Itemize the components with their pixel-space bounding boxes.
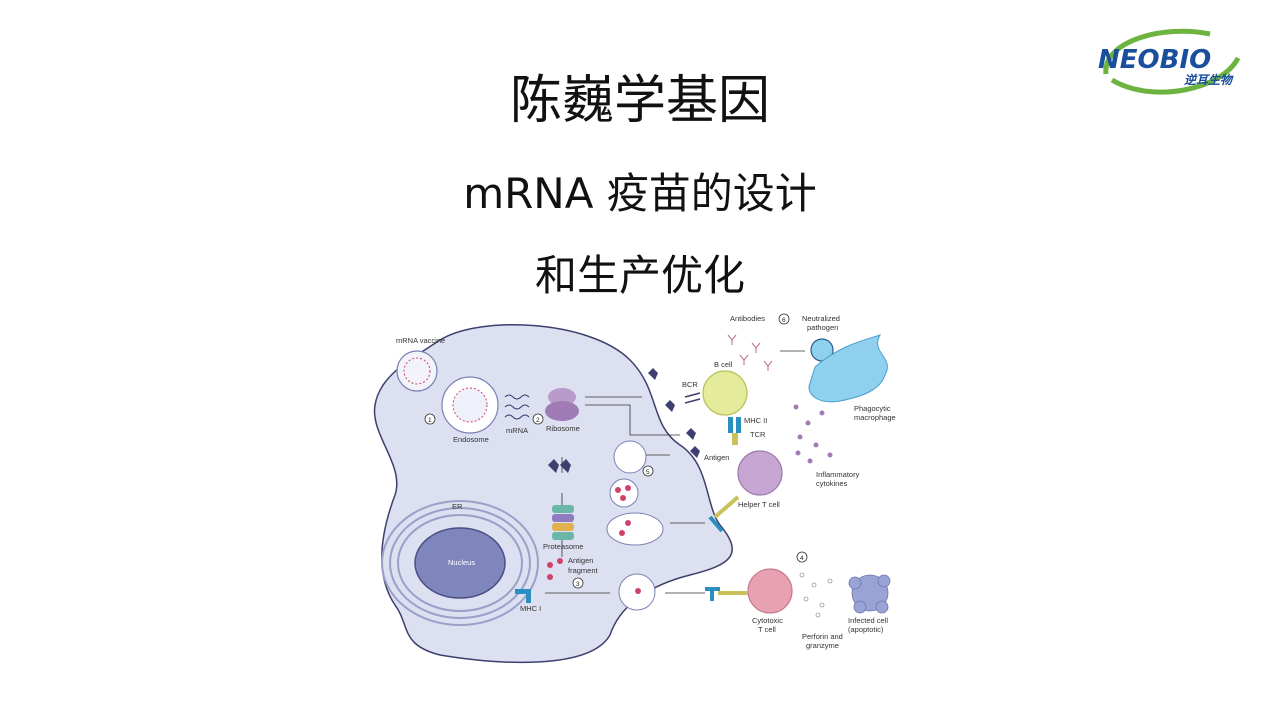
label-bcr: BCR [682,380,698,389]
label-tcr: TCR [750,430,766,439]
label-b-cell: B cell [714,360,733,369]
cytotoxic-t-cell-icon [747,568,793,614]
label-neutralized-2: pathogen [807,323,838,332]
label-neutralized-1: Neutralized [802,314,840,323]
label-antibodies: Antibodies [730,314,765,323]
step-6-marker: 6 [782,317,786,324]
label-phagocytic-1: Phagocytic [854,404,891,413]
label-proteasome: Proteasome [543,542,583,551]
label-mrna: mRNA [506,426,528,435]
antibody-icons [727,334,773,371]
label-endosome: Endosome [453,435,489,444]
mrna-vaccine-particle-icon [396,350,438,392]
label-cytotoxic-1: Cytotoxic [752,616,783,625]
svg-text:NEOBIO: NEOBIO [1098,45,1211,75]
antigen-fragment-icon [547,558,563,580]
label-mhc-i: MHC I [520,604,541,613]
b-cell-icon [702,370,748,416]
label-inflammatory-1: Inflammatory [816,470,860,479]
label-cytotoxic-2: T cell [758,625,776,634]
label-antigen-fragment-2: fragment [568,566,599,575]
label-nucleus: Nucleus [448,558,475,567]
step-3-marker: 3 [576,581,580,588]
ribosome-icon [545,388,579,421]
proteasome-icon [552,505,574,540]
infected-cell-icon [848,574,891,614]
label-phagocytic-2: macrophage [854,413,896,422]
label-mhc-ii: MHC II [744,416,767,425]
mhc-i-icon [515,589,531,603]
mrna-strands-icon [504,394,530,420]
mhc-ii-icon [728,417,741,433]
label-helper-t-cell: Helper T cell [738,500,780,509]
label-mrna-vaccine: mRNA vaccine [396,336,445,345]
step-5-marker: 5 [646,469,650,476]
nucleus-icon [414,527,506,599]
label-antigen: Antigen [704,453,729,462]
step-4-marker: 4 [800,555,804,562]
slide-subtitle-line2: 和生产优化 [534,251,745,300]
secreted-antigen-icons [648,368,700,458]
neobio-logo: NEOBIO 逆耳生物 [1098,28,1241,95]
label-inflammatory-2: cytokines [816,479,848,488]
label-perforin-2: granzyme [806,641,839,650]
inflammatory-cytokine-icons [793,404,833,464]
step-1-marker: 1 [428,417,432,424]
label-infected-2: (apoptotic) [848,625,884,634]
label-infected-1: Infected cell [848,616,888,625]
label-ribosome: Ribosome [546,424,580,433]
slide-subtitle-line1: mRNA 疫苗的设计 [463,169,817,218]
antigen-protein-icon [548,459,571,473]
phagocytic-macrophage-icon [808,334,888,403]
flow-arrows [545,350,805,594]
perforin-granzyme-icons [799,572,833,618]
slide-title: 陈巍学基因 [509,71,770,131]
label-er: ER [452,502,463,511]
helper-t-cell-icon [737,450,783,496]
label-perforin-1: Perforin and [802,632,843,641]
step-2-marker: 2 [536,417,540,424]
er-icon [381,500,539,626]
label-antigen-fragment-1: Antigen [568,556,593,565]
svg-text:逆耳生物: 逆耳生物 [1184,73,1234,87]
endosome-icon [441,376,499,434]
mrna-vaccine-immune-response-diagram: mRNA vaccine Endosome 1 mRNA 2 Ribosome [373,313,896,664]
